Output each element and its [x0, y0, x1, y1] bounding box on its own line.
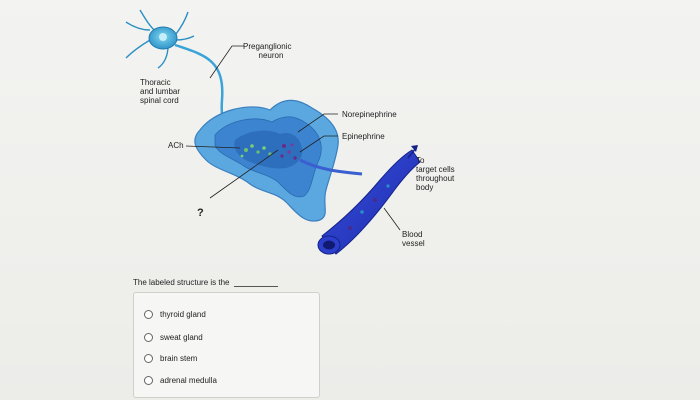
option-label: sweat gland — [160, 332, 203, 342]
label-line: Blood — [402, 230, 423, 239]
epinephrine-label: Epinephrine — [342, 132, 385, 141]
question-text: The labeled structure is the — [133, 278, 230, 287]
adrenal-gland — [194, 99, 339, 222]
radio-button[interactable] — [144, 332, 153, 342]
label-line: throughout — [416, 174, 455, 183]
option-adrenal-medulla[interactable]: adrenal medulla — [144, 373, 217, 387]
label-line: and lumbar — [140, 87, 181, 96]
leader-lines — [185, 45, 401, 231]
answer-options: thyroid gland sweat gland brain stem adr… — [133, 292, 320, 398]
radio-button[interactable] — [144, 353, 153, 363]
option-thyroid-gland[interactable]: thyroid gland — [144, 307, 206, 321]
preganglionic-neuron-cell — [125, 9, 195, 69]
preganglionic-neuron-label: Preganglionic neuron — [243, 42, 299, 60]
label-line: target cells — [416, 165, 455, 174]
label-line: To — [416, 156, 425, 165]
ach-label: ACh — [168, 141, 184, 150]
spinal-cord-label: Thoracic and lumbar spinal cord — [140, 78, 180, 105]
option-label: brain stem — [160, 353, 198, 363]
option-brain-stem[interactable]: brain stem — [144, 351, 197, 365]
radio-button[interactable] — [144, 375, 153, 385]
label-line: neuron — [258, 51, 284, 60]
label-line: body — [416, 183, 434, 192]
medulla-outflow — [299, 158, 363, 176]
option-sweat-gland[interactable]: sweat gland — [144, 330, 203, 344]
option-label: adrenal medulla — [160, 375, 217, 385]
label-line: Thoracic — [140, 78, 171, 87]
target-cells-label: To target cells throughout body — [416, 156, 455, 192]
question-prompt: The labeled structure is the — [133, 278, 278, 287]
blood-vessel-label: Blood vessel — [402, 230, 425, 248]
answer-blank — [233, 278, 278, 287]
blood-vessel-graphic — [317, 149, 421, 255]
norepinephrine-label: Norepinephrine — [342, 110, 397, 119]
option-label: thyroid gland — [160, 309, 206, 319]
unknown-structure-marker: ? — [197, 207, 204, 219]
label-line: spinal cord — [140, 96, 179, 105]
radio-button[interactable] — [144, 309, 153, 319]
label-line: Preganglionic — [243, 42, 292, 51]
label-line: vessel — [402, 239, 425, 248]
